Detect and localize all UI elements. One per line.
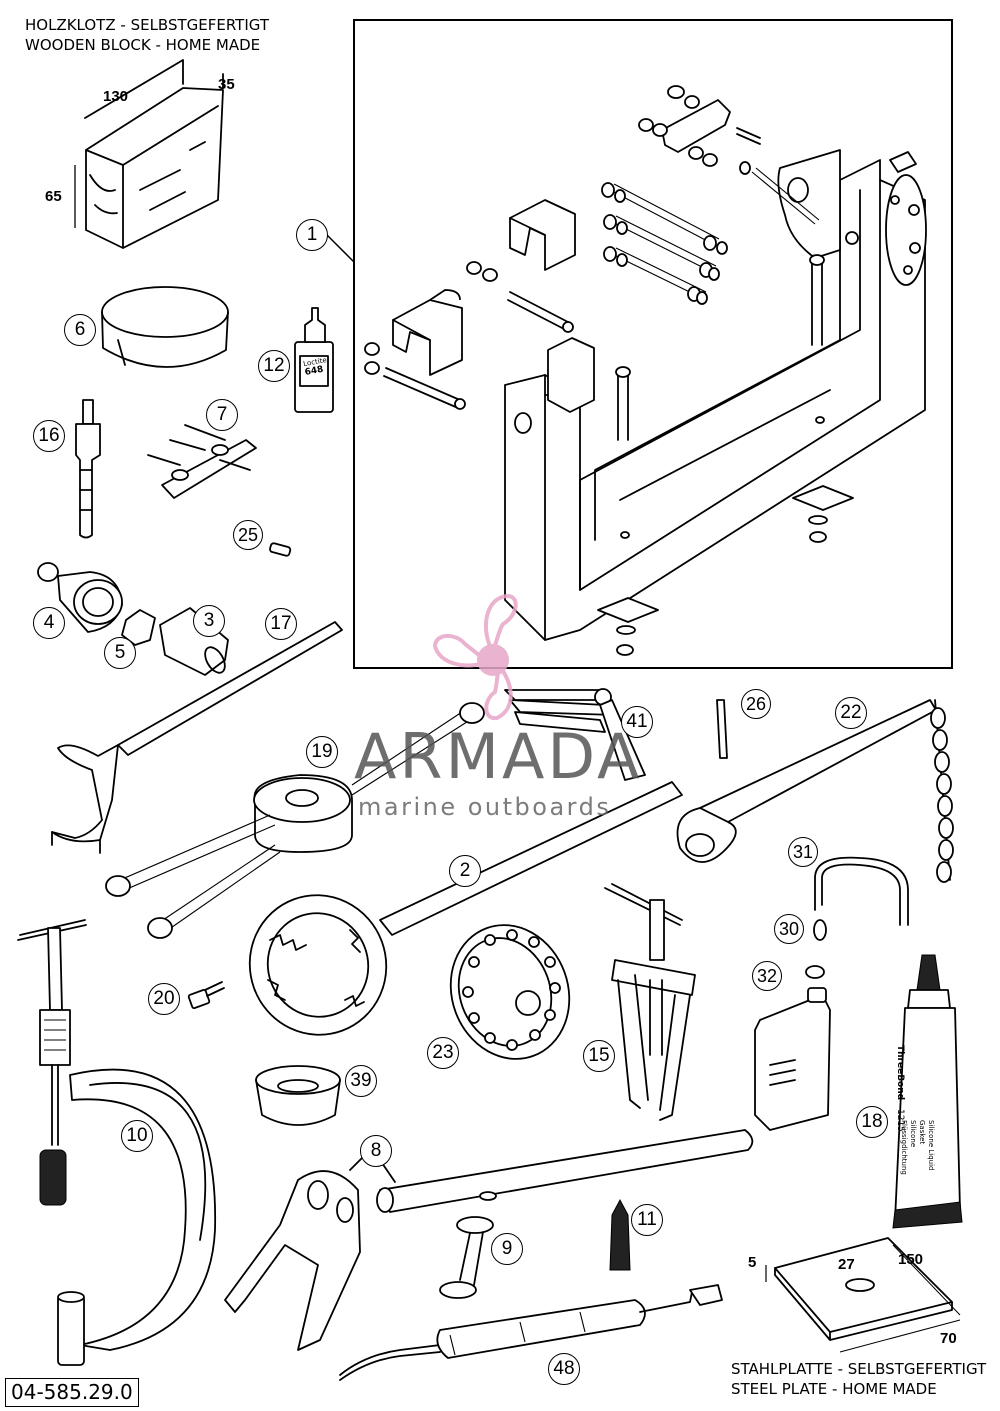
holding-tool — [224, 1129, 754, 1351]
oil-bottle-set — [754, 856, 909, 1131]
engine-stand — [364, 85, 927, 656]
fork-wrench — [51, 621, 343, 854]
callout-6: 6 — [64, 314, 96, 346]
tube-brand: ThreeBond — [895, 1045, 905, 1101]
callout-4: 4 — [33, 607, 65, 639]
slide-puller — [75, 399, 101, 539]
watermark-title: ARMADA — [354, 720, 643, 793]
dim-block-length: 130 — [103, 88, 129, 105]
ring-tool — [101, 286, 229, 368]
tube-text: Silicone Liquid Gasket Silicone Flüssigd… — [899, 1120, 935, 1185]
watermark-subtitle: marine outboards — [358, 793, 612, 821]
callout-3: 3 — [193, 605, 225, 637]
clutch-holder — [248, 781, 683, 1036]
callout-39: 39 — [345, 1065, 377, 1097]
wooden-block — [74, 59, 224, 249]
disc-holder — [449, 924, 571, 1060]
wooden-block-label-en: WOODEN BLOCK - HOME MADE — [25, 36, 261, 54]
steel-plate-label-en: STEEL PLATE - HOME MADE — [731, 1380, 937, 1398]
chain-wrench — [676, 699, 954, 883]
bushing-tools — [37, 562, 229, 676]
callout-15: 15 — [583, 1040, 615, 1072]
steel-plate-label-de: STAHLPLATTE - SELBSTGEFERTIGT — [731, 1360, 987, 1378]
callout-10: 10 — [121, 1120, 153, 1152]
loctite-bottle — [294, 307, 334, 413]
feeler-gauge — [504, 688, 646, 781]
callout-31: 31 — [788, 837, 818, 867]
callout-25: 25 — [233, 520, 263, 550]
callout-16: 16 — [33, 420, 65, 452]
tube-text-2: Silicone Flüssigdichtung — [900, 1120, 917, 1175]
hook-tool — [439, 1216, 494, 1299]
callout-1: 1 — [296, 219, 328, 251]
callout-2: 2 — [449, 855, 481, 887]
callout-12: 12 — [258, 350, 290, 382]
valve-spring-compressor — [17, 919, 216, 1366]
dim-block-depth: 35 — [218, 76, 235, 93]
callout-7: 7 — [206, 399, 238, 431]
tube-text-1: Silicone Liquid Gasket — [918, 1120, 935, 1171]
dim-plate-thickness: 5 — [748, 1254, 757, 1271]
callout-11: 11 — [631, 1204, 663, 1236]
callout-18: 18 — [856, 1106, 888, 1138]
dim-plate-hole: 27 — [838, 1256, 855, 1273]
armada-logo — [432, 593, 518, 721]
callout-22: 22 — [835, 697, 867, 729]
callout-48: 48 — [548, 1353, 580, 1385]
callout-41: 41 — [621, 706, 653, 738]
sealant-tube — [892, 954, 963, 1229]
dim-plate-width: 70 — [940, 1330, 957, 1347]
dim-block-height: 65 — [45, 188, 62, 205]
engine-stand-frame-box — [353, 19, 953, 669]
callout-26: 26 — [741, 689, 771, 719]
dim-plate-length: 150 — [898, 1251, 924, 1268]
chain — [930, 707, 954, 883]
callout-9: 9 — [491, 1233, 523, 1265]
grease-gun — [339, 1284, 723, 1381]
small-tube — [609, 1198, 631, 1271]
callout-19: 19 — [306, 736, 338, 768]
socket-cup — [255, 1065, 341, 1126]
callout-30: 30 — [774, 914, 804, 944]
callout-32: 32 — [752, 961, 782, 991]
part-code: 04-585.29.0 — [5, 1378, 139, 1407]
callout-23: 23 — [427, 1037, 459, 1069]
callout-5: 5 — [104, 637, 136, 669]
bolt-puller — [105, 702, 485, 939]
small-bolt — [187, 981, 225, 1009]
two-arm-puller — [604, 883, 696, 1121]
wooden-block-label-de: HOLZKLOTZ - SELBSTGEFERTIGT — [25, 16, 270, 34]
steel-plate — [765, 1237, 961, 1353]
callout-20: 20 — [148, 983, 180, 1015]
callout-17: 17 — [265, 608, 297, 640]
callout-8: 8 — [360, 1135, 392, 1167]
plate-puller — [147, 424, 257, 499]
